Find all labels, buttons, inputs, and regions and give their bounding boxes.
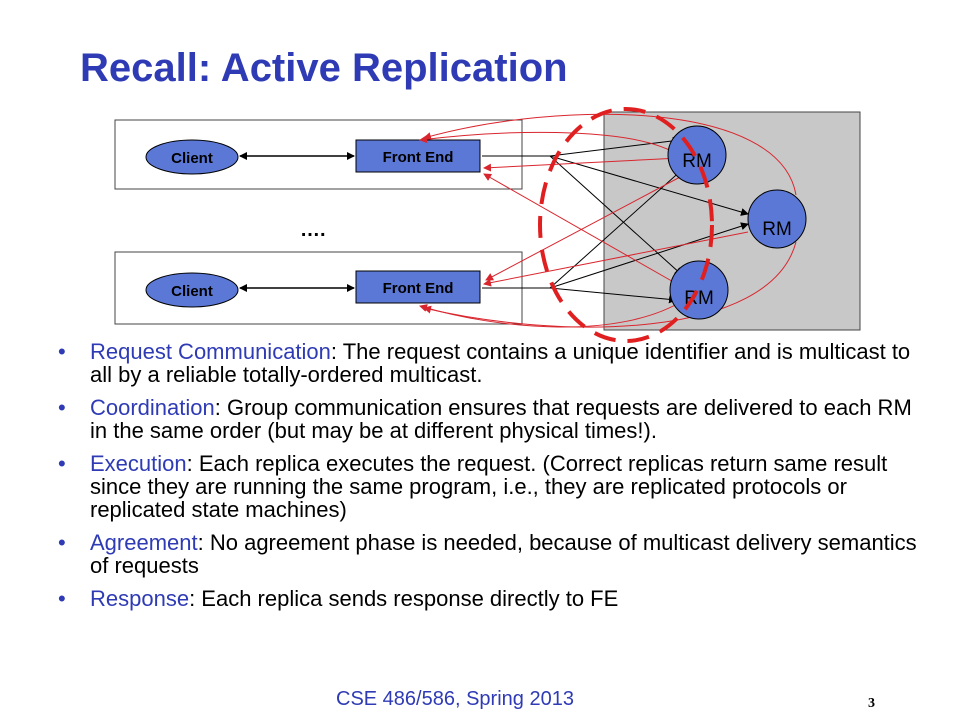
- bullet-dot: •: [58, 339, 66, 364]
- bullet-term: Coordination: [90, 395, 215, 420]
- bullet-dot: •: [58, 395, 66, 420]
- page-number: 3: [868, 696, 875, 711]
- client-node-top: [145, 139, 239, 175]
- front-end-box-top: [355, 139, 481, 173]
- client-label-top: Client: [171, 150, 213, 167]
- rm-node-bottom: [669, 260, 729, 320]
- client-label-bottom: Client: [171, 283, 213, 300]
- bullet-text: : Each replica sends response directly t…: [189, 586, 619, 611]
- bullet-execution: • Execution: Each replica executes the re…: [58, 452, 918, 521]
- bullet-coordination: • Coordination: Group communication ensur…: [58, 396, 918, 442]
- bullet-text: : No agreement phase is needed, because …: [90, 530, 917, 578]
- bullet-response: • Response: Each replica sends response d…: [58, 587, 918, 610]
- client-node-bottom: [145, 272, 239, 308]
- front-end-label-top: Front End: [383, 149, 454, 166]
- bullet-term: Response: [90, 586, 190, 611]
- rm-group-box: [603, 111, 861, 331]
- front-end-box-bottom: [355, 270, 481, 304]
- slide-title: Recall: Active Replication: [80, 46, 568, 90]
- bullet-request-communication: • Request Communication: The request cont…: [58, 340, 918, 386]
- bullet-list: • Request Communication: The request cont…: [58, 340, 918, 620]
- bullet-dot: •: [58, 530, 66, 555]
- bullet-agreement: • Agreement: No agreement phase is needed…: [58, 531, 918, 577]
- bullet-term: Request Communication: [90, 339, 331, 364]
- rm-node-mid: [747, 189, 807, 249]
- bullet-term: Execution: [90, 451, 187, 476]
- front-end-label-bottom: Front End: [383, 280, 454, 297]
- bullet-dot: •: [58, 586, 66, 611]
- bullet-text: : Each replica executes the request. (Co…: [90, 451, 888, 522]
- bullet-text: : Group communication ensures that reque…: [90, 395, 912, 443]
- rm-label-mid: RM: [762, 219, 792, 240]
- rm-label-bottom: RM: [684, 288, 714, 309]
- rm-label-top: RM: [682, 151, 712, 172]
- request-arrows: [482, 136, 749, 304]
- bullet-term: Agreement: [90, 530, 198, 555]
- slide-footer: CSE 486/586, Spring 2013: [336, 688, 574, 710]
- bullet-text: : The request contains a unique identifi…: [90, 339, 911, 387]
- ellipsis-label: ….: [300, 219, 326, 241]
- bullet-dot: •: [58, 451, 66, 476]
- multicast-highlight-ellipse: [538, 107, 714, 343]
